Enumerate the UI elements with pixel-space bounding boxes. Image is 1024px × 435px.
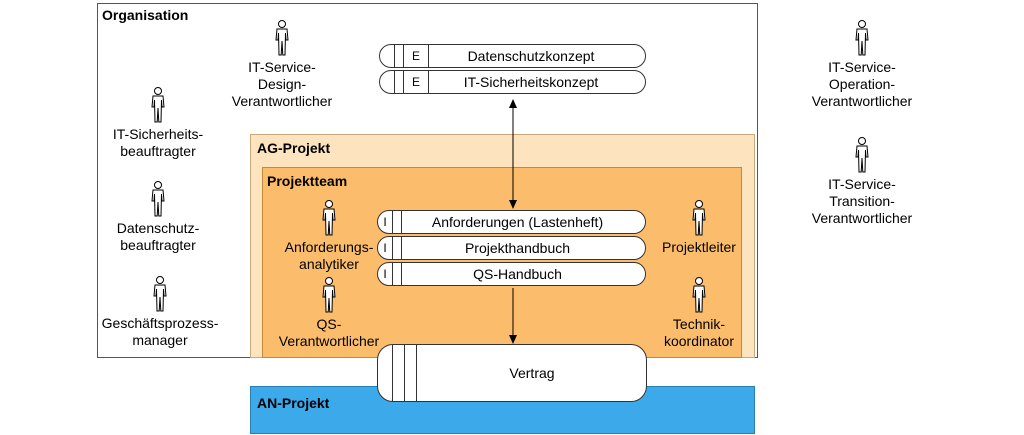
doc-spacer <box>380 45 394 67</box>
doc-marker: I <box>383 267 387 281</box>
person-icon <box>153 276 167 312</box>
role-label: IT-Service- Operation- Verantwortlicher <box>811 59 913 109</box>
role-label: Technik- koordinator <box>663 316 735 349</box>
role-business-process-manager: Geschäftsprozess- manager <box>98 276 222 349</box>
doc-label: QS-Handbuch <box>473 266 562 282</box>
doc-divider <box>428 45 429 67</box>
an-project-container: AN-Projekt <box>250 386 755 434</box>
ag-project-title: AG-Projekt <box>257 140 331 156</box>
doc-spacer <box>380 71 394 93</box>
role-label: IT-Service- Design- Verantwortlicher <box>231 59 333 109</box>
contract-label: Vertrag <box>509 365 555 381</box>
doc-it-security-concept: E IT-Sicherheitskonzept <box>379 70 646 94</box>
doc-divider <box>392 345 393 401</box>
role-project-lead: Projektleiter <box>652 200 746 256</box>
person-icon <box>855 20 869 56</box>
doc-spacer <box>395 71 403 93</box>
doc-data-protection-concept: E Datenschutzkonzept <box>379 44 646 68</box>
role-qa-officer: QS- Verantwortlicher <box>272 277 386 350</box>
doc-divider <box>392 237 393 259</box>
role-it-service-design: IT-Service- Design- Verantwortlicher <box>227 20 337 110</box>
doc-spacer <box>393 211 401 233</box>
role-label: Projektleiter <box>662 239 736 255</box>
role-label: IT-Sicherheits- beauftragter <box>112 126 204 159</box>
doc-marker: I <box>383 241 387 255</box>
doc-divider <box>428 71 429 93</box>
doc-divider <box>394 45 395 67</box>
role-label: Datenschutz- beauftragter <box>116 220 200 253</box>
role-it-security-officer: IT-Sicherheits- beauftragter <box>98 87 218 160</box>
role-tech-coordinator: Technik- koordinator <box>652 277 746 350</box>
doc-spacer <box>393 263 401 285</box>
doc-divider <box>404 345 405 401</box>
person-icon <box>692 277 706 313</box>
person-icon <box>322 277 336 313</box>
role-label: QS- Verantwortlicher <box>278 316 380 349</box>
person-icon <box>855 137 869 173</box>
person-icon <box>692 200 706 236</box>
doc-marker: I <box>383 215 387 229</box>
doc-label: IT-Sicherheitskonzept <box>463 74 599 90</box>
role-data-protection-officer: Datenschutz- beauftragter <box>98 181 218 254</box>
role-it-service-operation: IT-Service- Operation- Verantwortlicher <box>806 20 918 110</box>
doc-divider <box>416 345 417 401</box>
doc-requirements-specification: I Anforderungen (Lastenheft) <box>377 210 646 234</box>
doc-spacer <box>393 237 401 259</box>
role-label: IT-Service- Transition- Verantwortlicher <box>811 176 913 226</box>
doc-marker: E <box>411 75 420 89</box>
role-it-service-transition: IT-Service- Transition- Verantwortlicher <box>806 137 918 227</box>
doc-label: Anforderungen (Lastenheft) <box>431 214 604 230</box>
person-icon <box>275 20 289 56</box>
doc-label: Projekthandbuch <box>464 240 571 256</box>
person-icon <box>151 87 165 123</box>
person-icon <box>151 181 165 217</box>
doc-divider <box>392 211 393 233</box>
role-label: Anforderungs- analytiker <box>284 239 374 272</box>
doc-marker: E <box>411 49 420 63</box>
organisation-title: Organisation <box>102 7 189 23</box>
doc-divider <box>401 263 402 285</box>
doc-divider <box>392 263 393 285</box>
doc-project-handbook: I Projekthandbuch <box>377 236 646 260</box>
an-project-title: AN-Projekt <box>257 395 330 411</box>
doc-spacer <box>395 45 403 67</box>
role-label: Geschäftsprozess- manager <box>101 315 219 348</box>
doc-label: Datenschutzkonzept <box>467 48 595 64</box>
doc-divider <box>403 71 404 93</box>
doc-contract: Vertrag <box>377 344 647 402</box>
doc-divider <box>401 211 402 233</box>
doc-divider <box>403 45 404 67</box>
person-icon <box>322 200 336 236</box>
role-requirements-analyst: Anforderungs- analytiker <box>274 200 384 273</box>
project-team-title: Projektteam <box>267 173 348 189</box>
doc-qa-handbook: I QS-Handbuch <box>377 262 646 286</box>
doc-divider <box>394 71 395 93</box>
doc-divider <box>401 237 402 259</box>
